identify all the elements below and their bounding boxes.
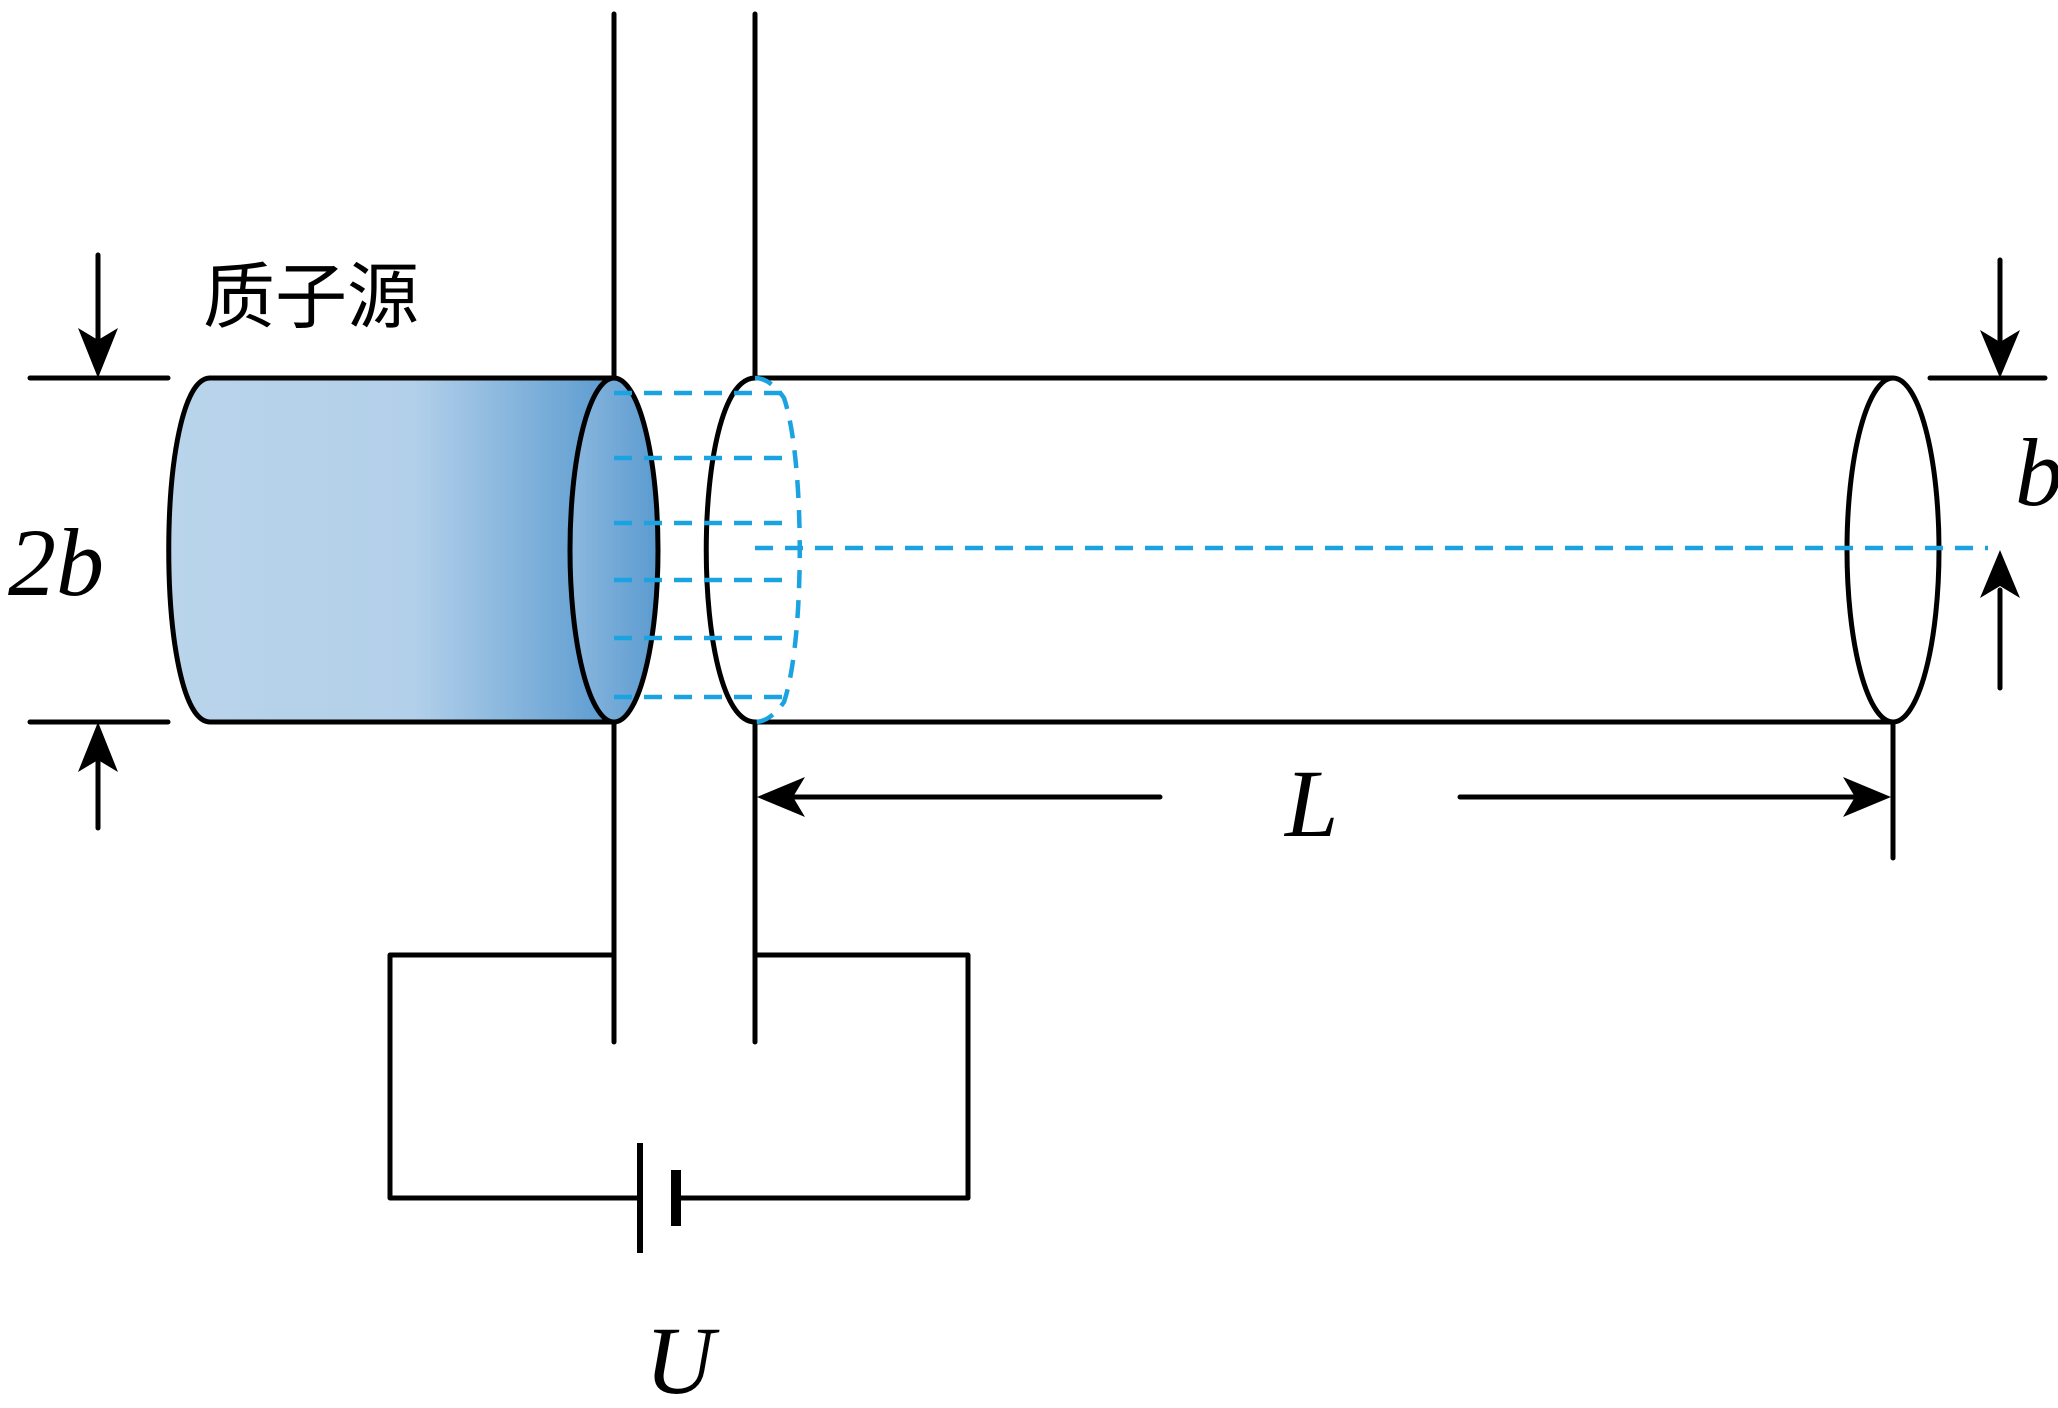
drift-tube-cylinder bbox=[703, 375, 1942, 725]
voltage-label: U bbox=[645, 1307, 720, 1408]
tube-length-label: L bbox=[1283, 750, 1338, 857]
proton-source-label: 质子源 bbox=[203, 255, 419, 339]
proton-beam-lines bbox=[614, 375, 1988, 725]
electrode-plates bbox=[611, 11, 758, 1045]
source-width-dimension bbox=[27, 252, 171, 831]
tube-length-dimension bbox=[757, 719, 1896, 861]
proton-source-cylinder bbox=[166, 375, 661, 725]
voltage-circuit bbox=[387, 952, 971, 1253]
tube-radius-dimension bbox=[1927, 257, 2048, 691]
source-width-label: 2b bbox=[8, 509, 104, 616]
tube-radius-label: b bbox=[2015, 419, 2058, 526]
